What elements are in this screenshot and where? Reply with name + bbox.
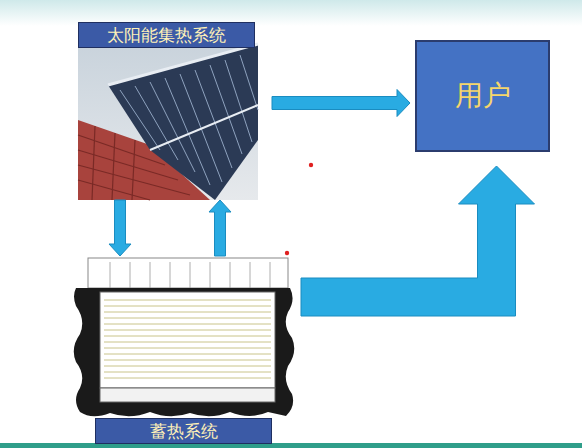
system-label: 太阳能集热系统 [78, 22, 255, 48]
flow-arrow [301, 166, 535, 316]
bottom-bar [0, 443, 582, 448]
tank-body [100, 292, 275, 388]
tank-header [88, 258, 288, 288]
solar-panels [108, 44, 258, 200]
red-dot [285, 251, 289, 255]
solar-system-node: 太阳能集热系统 [78, 22, 258, 200]
panel-frame [108, 44, 258, 85]
panel-frame [150, 105, 258, 150]
tank-base [100, 388, 275, 402]
flow-arrow [272, 90, 410, 117]
storage-system-node: 蓄热系统 [75, 256, 295, 446]
photo-sky [78, 44, 258, 200]
red-dot [309, 163, 313, 167]
user-box: 用户 [415, 40, 550, 152]
header-lines [110, 262, 270, 288]
system-label: 蓄热系统 [95, 418, 272, 444]
coil-lines [104, 300, 271, 378]
flow-arrow [109, 200, 131, 256]
flow-arrow [209, 200, 231, 256]
panel-tubes [120, 55, 258, 185]
ground-section [74, 288, 295, 416]
user-label: 用户 [455, 79, 511, 113]
